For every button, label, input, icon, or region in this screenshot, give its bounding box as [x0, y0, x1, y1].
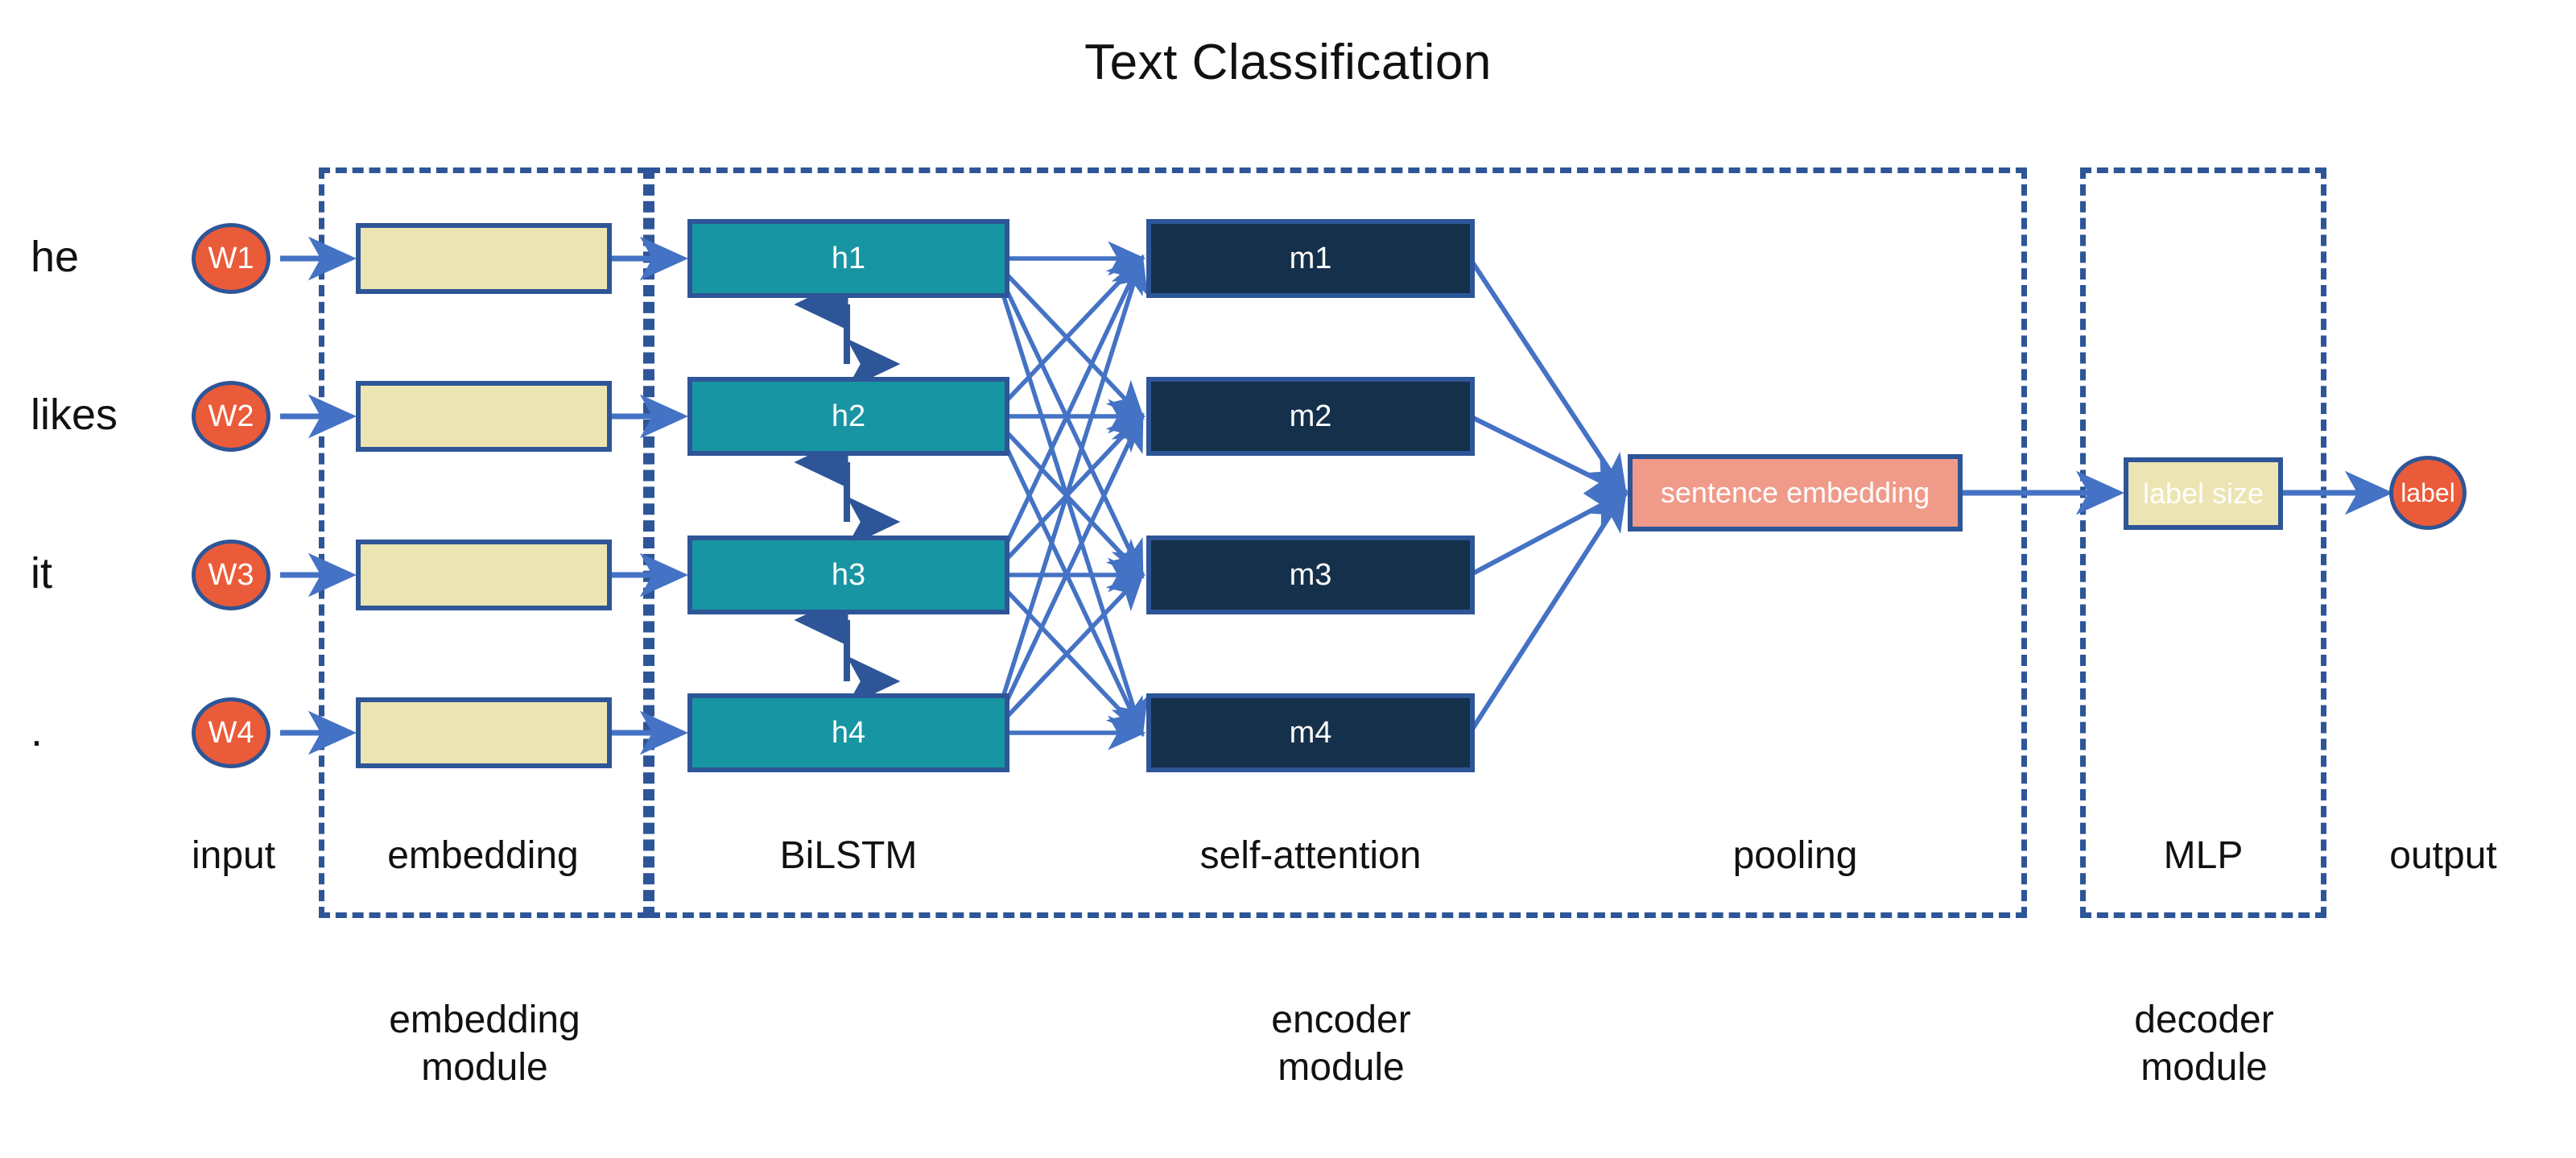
module-label-decoder-line2: module	[2140, 1045, 2268, 1089]
word-node-w3[interactable]: W3	[192, 540, 270, 610]
bilstm-node-h3[interactable]: h3	[687, 536, 1009, 614]
module-label-embedding-line2: module	[421, 1045, 548, 1089]
stage-label-pooling: pooling	[1732, 834, 1858, 877]
attention-node-m2[interactable]: m2	[1146, 377, 1475, 456]
module-label-decoder: decoder module	[2038, 997, 2370, 1091]
module-label-encoder: encoder module	[1175, 997, 1507, 1091]
stage-label-bilstm: BiLSTM	[779, 834, 918, 877]
stage-label-input: input	[191, 834, 276, 877]
decoder-module-container	[2080, 167, 2326, 918]
output-node-label[interactable]: label	[2389, 456, 2467, 530]
word-node-w2[interactable]: W2	[192, 381, 270, 452]
input-word-3: it	[31, 549, 52, 598]
stage-label-self-attention: self-attention	[1199, 834, 1422, 877]
word-node-w4[interactable]: W4	[192, 697, 270, 768]
encoder-module-container	[649, 167, 2027, 918]
attention-node-m4[interactable]: m4	[1146, 693, 1475, 772]
stage-label-mlp: MLP	[2163, 834, 2244, 877]
input-word-2: likes	[31, 391, 118, 439]
input-word-1: he	[31, 233, 80, 281]
bilstm-node-h4[interactable]: h4	[687, 693, 1009, 772]
module-label-decoder-line1: decoder	[2134, 999, 2274, 1041]
embedding-box-2[interactable]	[356, 381, 612, 452]
module-label-embedding: embedding module	[319, 997, 650, 1091]
word-node-w1[interactable]: W1	[192, 223, 270, 294]
embedding-module-container	[319, 167, 649, 918]
stage-label-embedding: embedding	[387, 834, 579, 877]
page-title: Text Classification	[1084, 35, 1492, 90]
attention-node-m3[interactable]: m3	[1146, 536, 1475, 614]
mlp-node-label-size[interactable]: label size	[2124, 457, 2283, 530]
embedding-box-4[interactable]	[356, 697, 612, 768]
pooling-node-sentence-embedding[interactable]: sentence embedding	[1628, 454, 1963, 531]
embedding-box-3[interactable]	[356, 540, 612, 610]
embedding-box-1[interactable]	[356, 223, 612, 294]
module-label-encoder-line2: module	[1278, 1045, 1405, 1089]
attention-node-m1[interactable]: m1	[1146, 219, 1475, 298]
module-label-embedding-line1: embedding	[389, 999, 580, 1041]
bilstm-node-h2[interactable]: h2	[687, 377, 1009, 456]
module-label-encoder-line1: encoder	[1271, 999, 1411, 1041]
bilstm-node-h1[interactable]: h1	[687, 219, 1009, 298]
stage-label-output: output	[2389, 834, 2497, 877]
input-word-4: .	[31, 707, 43, 755]
